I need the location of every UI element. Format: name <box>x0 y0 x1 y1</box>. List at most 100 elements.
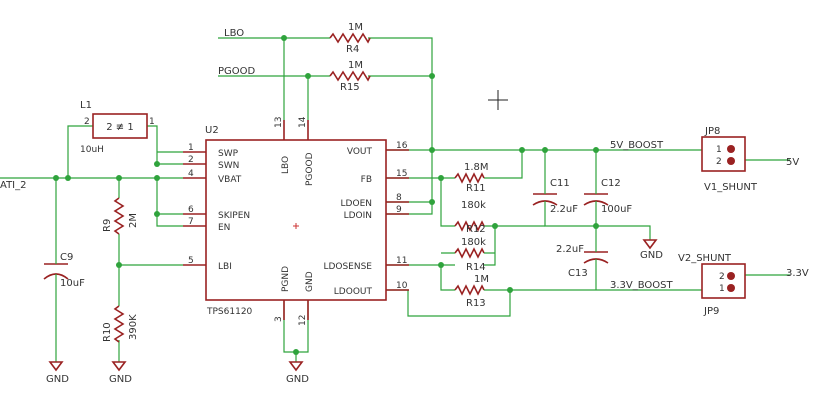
wires <box>0 37 790 362</box>
r11-resistor[interactable]: 1.8M R11 <box>454 162 489 194</box>
u2-pin-pgood-name: PGOOD <box>305 152 315 186</box>
c11-capacitor[interactable]: C11 2.2uF <box>532 178 578 215</box>
r10-resistor[interactable]: R10 390K <box>102 305 139 343</box>
u2-pin-lbi-name: LBI <box>218 262 232 272</box>
net-label-33v: 3.3V <box>786 268 809 279</box>
l1-pin-a: 2 <box>84 117 90 127</box>
u2-pin-swp-num: 1 <box>188 143 194 153</box>
c12-capacitor[interactable]: C12 100uF <box>583 178 632 215</box>
c13-capacitor[interactable]: 2.2uF C13 <box>556 244 609 279</box>
u2-pin-lbo-name: LBO <box>281 156 291 174</box>
jp8-name: V1_SHUNT <box>704 182 758 193</box>
gnd-symbol-caps: GND <box>640 239 663 261</box>
c9-capacitor[interactable]: C9 10uF <box>43 252 85 289</box>
jp9-pin1: 1 <box>719 284 725 294</box>
u2-pin-ldoen-name: LDOEN <box>341 199 372 209</box>
gnd-symbol-u2: GND <box>286 361 309 385</box>
c9-value: 10uF <box>60 278 85 289</box>
r15-ref: R15 <box>340 82 360 93</box>
u2-pin-vout-num: 16 <box>396 141 408 151</box>
r9-value: 2M <box>128 213 139 228</box>
u2-ref: U2 <box>205 125 219 136</box>
net-label-5v: 5V <box>786 157 799 168</box>
u2-pin-skipen-name: SKIPEN <box>218 211 250 221</box>
r9-resistor[interactable]: R9 2M <box>102 197 139 235</box>
l1-pin-b: 1 <box>149 117 155 127</box>
jp8-pin2: 2 <box>716 157 722 167</box>
r13-value: 1M <box>474 274 489 285</box>
u2-pin-gnd-num: 12 <box>298 315 308 326</box>
u2-pin-swn-name: SWN <box>218 161 239 171</box>
r15-value: 1M <box>348 60 363 71</box>
u2-pin-pgood-num: 14 <box>298 116 308 128</box>
r4-resistor[interactable]: 1M R4 <box>329 22 371 55</box>
l1-ref: L1 <box>80 100 92 111</box>
gnd-symbol-c9: GND <box>46 361 69 385</box>
jp9-pin2: 2 <box>719 272 725 282</box>
u2-pin-en-name: EN <box>218 223 230 233</box>
r14-resistor[interactable]: 180k R14 <box>441 237 495 273</box>
r12-resistor[interactable]: 180k R12 <box>454 200 486 235</box>
gnd-symbol-r10: GND <box>109 361 132 385</box>
r13-resistor[interactable]: 1M R13 <box>454 274 489 309</box>
u2-pin-ldosense-num: 11 <box>396 256 407 266</box>
c13-value: 2.2uF <box>556 244 584 255</box>
u2-pin-en-num: 7 <box>188 217 194 227</box>
c12-ref: C12 <box>601 178 621 189</box>
r9-ref: R9 <box>102 219 113 232</box>
junctions <box>53 35 599 355</box>
r10-ref: R10 <box>102 322 113 342</box>
u2-pin-fb-name: FB <box>361 175 372 185</box>
u2-pin-ldoin-num: 9 <box>396 205 402 215</box>
l1-body: 2 ≢ 1 <box>106 122 133 133</box>
gnd-label-u2: GND <box>286 374 309 385</box>
r14-value: 180k <box>461 237 486 248</box>
r12-value: 180k <box>461 200 486 211</box>
c12-value: 100uF <box>601 204 632 215</box>
u2-pin-swp-name: SWP <box>218 149 239 159</box>
r4-value: 1M <box>348 22 363 33</box>
r14-ref: R14 <box>466 262 486 273</box>
r11-ref: R11 <box>466 183 486 194</box>
u2-pin-pgnd-num: 3 <box>274 316 284 322</box>
u2-pin-ldoin-name: LDOIN <box>344 211 372 221</box>
gnd-label-c9: GND <box>46 374 69 385</box>
net-label-pgood: PGOOD <box>218 66 256 77</box>
u2-pin-fb-num: 15 <box>396 169 407 179</box>
c9-ref: C9 <box>60 252 73 263</box>
r12-ref: R12 <box>466 224 486 235</box>
r11-value: 1.8M <box>464 162 489 173</box>
u2-pin-ldoout-name: LDOOUT <box>334 287 373 297</box>
u2-pin-ldosense-name: LDOSENSE <box>323 262 372 272</box>
u2-part: TPS61120 <box>206 307 253 317</box>
jp8-ref: JP8 <box>704 126 720 137</box>
jp8-pin1: 1 <box>716 145 722 155</box>
jp9-name: V2_SHUNT <box>678 253 732 264</box>
r13-ref: R13 <box>466 298 486 309</box>
u2-pin-ldoen-num: 8 <box>396 193 402 203</box>
jp9-jumper[interactable]: V2_SHUNT 2 1 JP9 <box>678 253 746 317</box>
net-label-5v-boost: 5V_BOOST <box>610 140 664 151</box>
c13-ref: C13 <box>568 268 588 279</box>
u2-pin-vbat-num: 4 <box>188 169 194 179</box>
l1-value: 10uH <box>80 145 104 155</box>
jp9-ref: JP9 <box>703 306 719 317</box>
c11-ref: C11 <box>550 178 570 189</box>
r10-value: 390K <box>128 314 139 340</box>
gnd-label-r10: GND <box>109 374 132 385</box>
l1-inductor[interactable]: 2 ≢ 1 L1 10uH 2 1 <box>80 100 155 155</box>
u2-pin-skipen-num: 6 <box>188 205 194 215</box>
crosshair-cursor-icon <box>488 90 508 110</box>
u2-pin-ldoout-num: 10 <box>396 281 408 291</box>
u2-pin-gnd-name: GND <box>305 271 315 292</box>
net-label-33v-boost: 3.3V_BOOST <box>610 280 674 291</box>
u2-chip[interactable]: U2 TPS61120 SWP 1 SWN 2 VBAT 4 SKIPEN 6 … <box>183 116 409 326</box>
u2-pin-pgnd-name: PGND <box>281 266 291 292</box>
u2-pin-swn-num: 2 <box>188 155 194 165</box>
r15-resistor[interactable]: 1M R15 <box>329 60 371 93</box>
gnd-label-caps: GND <box>640 250 663 261</box>
jp8-jumper[interactable]: JP8 1 2 V1_SHUNT <box>701 126 758 193</box>
u2-pin-vbat-name: VBAT <box>218 175 242 185</box>
u2-pin-lbo-num: 13 <box>274 117 284 128</box>
